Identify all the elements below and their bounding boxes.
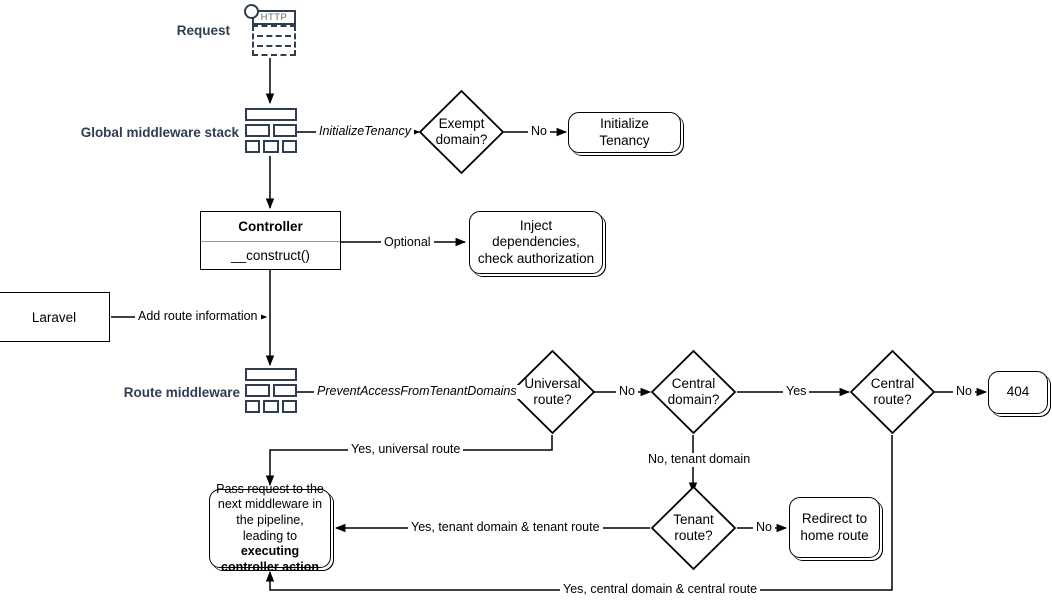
decision-universal-route[interactable]: Universal route? bbox=[509, 349, 596, 435]
edge-label-central-domain-yes: Yes bbox=[783, 384, 810, 399]
node-controller-title: Controller bbox=[201, 212, 340, 242]
route-middleware-row-label: Route middleware bbox=[123, 385, 240, 400]
http-circle-icon bbox=[244, 4, 259, 19]
node-initialize-tenancy[interactable]: Initialize Tenancy bbox=[568, 112, 681, 153]
edge-label-yes-universal-route: Yes, universal route bbox=[348, 442, 464, 457]
node-pass-request-text: Pass request to the next middleware in t… bbox=[216, 482, 324, 576]
edge-label-yes-tenant-domain-tenant-route: Yes, tenant domain & tenant route bbox=[408, 520, 603, 535]
node-404-label: 404 bbox=[1006, 384, 1030, 400]
edge-label-universal-no: No bbox=[616, 384, 638, 399]
edge-label-exempt-no: No bbox=[528, 124, 550, 139]
decision-exempt-domain[interactable]: Exempt domain? bbox=[418, 89, 505, 175]
edge-label-prevent-access: PreventAccessFromTenantDomains bbox=[314, 384, 520, 399]
node-inject-dependencies[interactable]: Inject dependencies, check authorization bbox=[469, 211, 603, 274]
node-controller-method: __construct() bbox=[231, 248, 310, 263]
node-redirect-home-line1: Redirect to bbox=[801, 511, 868, 527]
edge-label-central-route-no: No bbox=[953, 384, 975, 399]
edge-label-yes-central-domain-central-route: Yes, central domain & central route bbox=[560, 582, 761, 597]
decision-central-domain[interactable]: Central domain? bbox=[650, 349, 737, 435]
http-request-icon: HTTP bbox=[244, 4, 296, 56]
edge-label-tenant-route-no: No bbox=[753, 520, 775, 535]
node-pass-request-emphasis: executing controller action bbox=[221, 544, 319, 574]
decision-central-route[interactable]: Central route? bbox=[849, 349, 936, 435]
node-404[interactable]: 404 bbox=[988, 371, 1048, 414]
edge-label-no-tenant-domain: No, tenant domain bbox=[645, 452, 754, 467]
edge-label-add-route-information: Add route information bbox=[135, 309, 261, 324]
global-middleware-row-label: Global middleware stack bbox=[80, 125, 239, 140]
request-row-label: Request bbox=[176, 23, 230, 38]
node-redirect-home[interactable]: Redirect to home route bbox=[789, 497, 880, 558]
node-inject-dependencies-line1: Inject dependencies, bbox=[492, 217, 580, 250]
node-pass-request[interactable]: Pass request to the next middleware in t… bbox=[209, 482, 331, 574]
node-laravel[interactable]: Laravel bbox=[0, 292, 110, 342]
node-inject-dependencies-line2: check authorization bbox=[477, 250, 595, 266]
edge-label-initialize-tenancy: InitializeTenancy bbox=[316, 124, 414, 139]
http-payload-rows bbox=[252, 25, 296, 56]
node-pass-request-prefix: Pass request to the next middleware in t… bbox=[216, 481, 324, 543]
node-laravel-label: Laravel bbox=[31, 309, 77, 325]
node-initialize-tenancy-label: Initialize Tenancy bbox=[599, 116, 650, 148]
node-controller[interactable]: Controller __construct() bbox=[200, 211, 341, 270]
middleware-stack-icon-global bbox=[245, 108, 297, 156]
http-label-box: HTTP bbox=[252, 10, 296, 25]
edge-label-optional: Optional bbox=[381, 235, 434, 250]
middleware-stack-icon-route bbox=[245, 368, 297, 416]
node-redirect-home-line2: home route bbox=[800, 527, 869, 543]
decision-tenant-route[interactable]: Tenant route? bbox=[650, 485, 737, 571]
